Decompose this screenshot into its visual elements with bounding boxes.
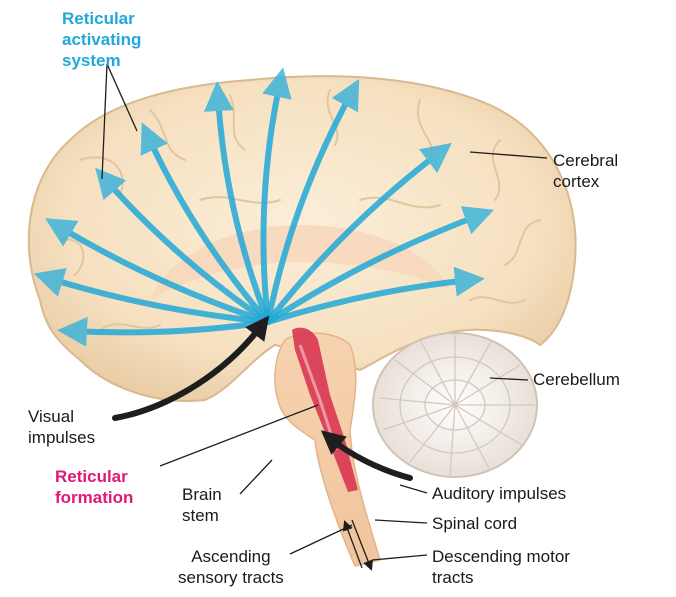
label-reticular-activating-system: Reticular activating system	[62, 8, 141, 71]
label-cerebral-cortex: Cerebral cortex	[553, 150, 618, 192]
label-ascending-sensory-tracts: Ascending sensory tracts	[178, 546, 284, 588]
cerebellum	[373, 333, 537, 477]
label-auditory-impulses: Auditory impulses	[432, 483, 566, 504]
label-visual-impulses: Visual impulses	[28, 406, 95, 448]
label-descending-motor-tracts: Descending motor tracts	[432, 546, 570, 588]
label-spinal-cord: Spinal cord	[432, 513, 517, 534]
label-cerebellum: Cerebellum	[533, 369, 620, 390]
label-brain-stem: Brain stem	[182, 484, 222, 526]
label-reticular-formation: Reticular formation	[55, 466, 133, 508]
